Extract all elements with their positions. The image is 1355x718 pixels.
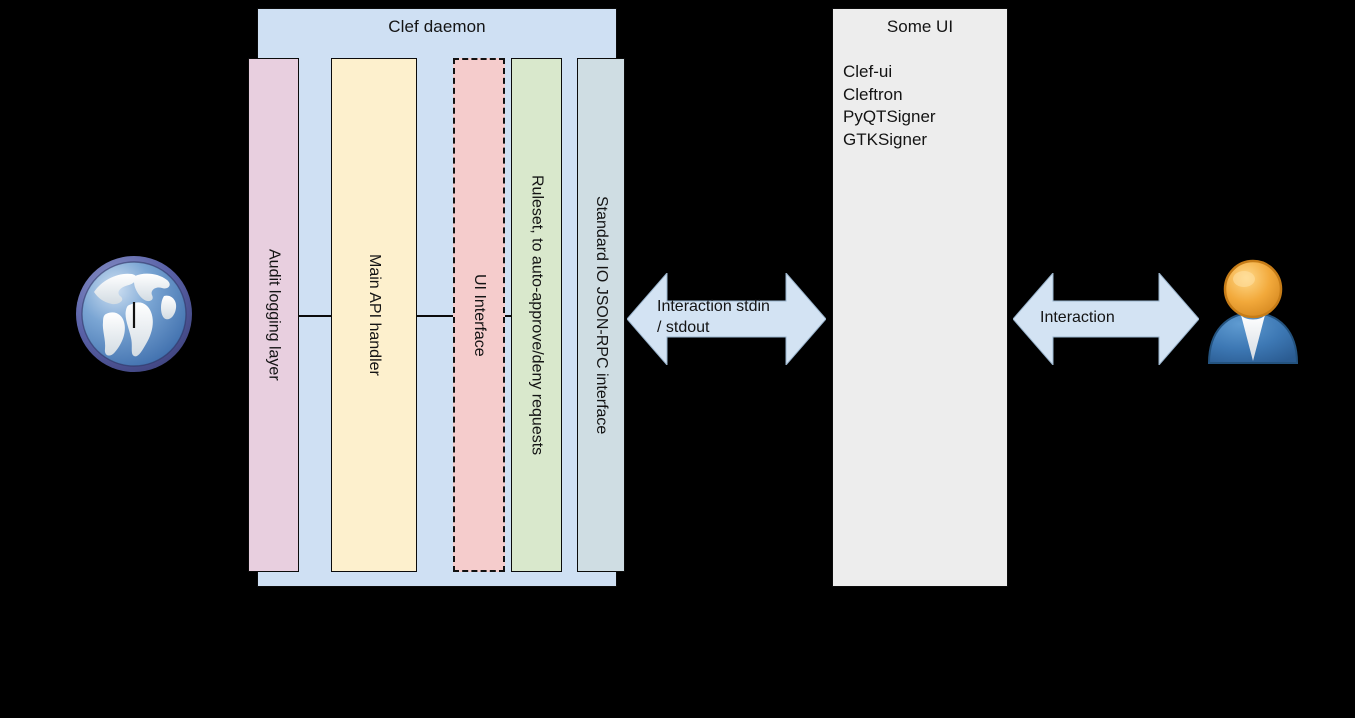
clef-daemon-title: Clef daemon [388, 17, 486, 36]
globe-icon [72, 252, 197, 382]
list-item: GTKSigner [843, 129, 928, 149]
arrow-daemon-to-ui-label-line2: / stdout [657, 319, 710, 336]
arrow-ui-to-user-label: Interaction [1040, 307, 1180, 328]
some-ui-list: Clef-ui Cleftron PyQTSigner GTKSigner [843, 61, 936, 151]
list-item: Clef-ui [843, 62, 893, 81]
arrow-daemon-to-ui [627, 273, 826, 365]
connector-api-to-ui [417, 315, 453, 317]
user-icon [1203, 255, 1303, 370]
box-audit-logging-layer-label: Audit logging layer [265, 249, 283, 381]
arrow-ui-to-user [1013, 273, 1199, 365]
box-main-api-handler-label: Main API handler [366, 254, 383, 376]
list-item: PyQTSigner [843, 107, 936, 126]
box-main-api-handler[interactable]: Main API handler [331, 58, 417, 572]
box-standard-io-json-rpc-interface-label: Standard IO JSON-RPC interface [593, 195, 610, 435]
some-ui-panel [832, 8, 1008, 587]
connector-audit-to-api [299, 315, 331, 317]
box-ruleset[interactable]: Ruleset, to auto-approve/deny requests [511, 58, 562, 572]
box-ruleset-label: Ruleset, to auto-approve/deny requests [528, 174, 546, 456]
box-audit-logging-layer[interactable]: Audit logging layer [248, 58, 299, 572]
arrow-ui-to-user-label-line1: Interaction [1040, 309, 1115, 326]
connector-ui-to-ruleset [505, 315, 511, 317]
box-standard-io-json-rpc-interface[interactable]: Standard IO JSON-RPC interface [577, 58, 625, 572]
box-ui-interface-label: UI Interface [471, 273, 488, 357]
clef-daemon-container [257, 8, 617, 587]
arrow-daemon-to-ui-label: Interaction stdin / stdout [657, 296, 807, 338]
box-ui-interface[interactable]: UI Interface [453, 58, 505, 572]
arrow-daemon-to-ui-label-line1: Interaction stdin [657, 298, 770, 315]
list-item: Cleftron [843, 84, 903, 104]
some-ui-title: Some UI [886, 17, 954, 36]
